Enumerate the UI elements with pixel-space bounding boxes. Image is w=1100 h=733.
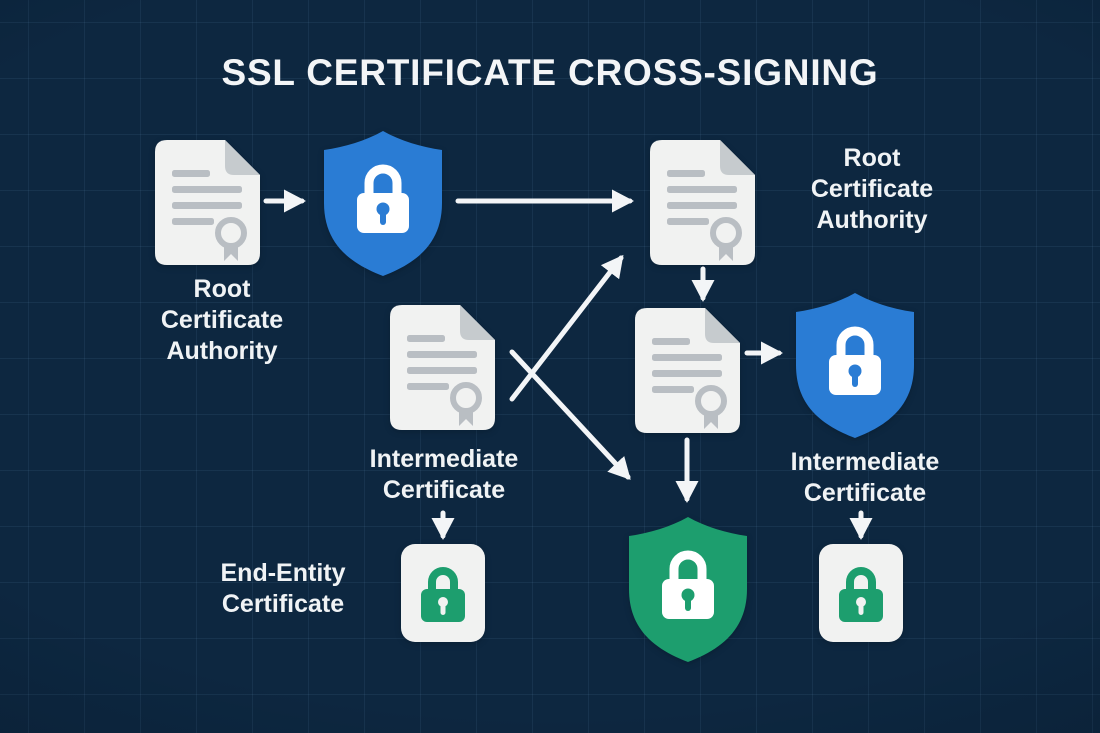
label-line: Authority bbox=[816, 206, 928, 234]
label-line: End-Entity bbox=[220, 559, 346, 587]
label-line: Authority bbox=[166, 337, 278, 365]
label-root-ca-right: Root Certificate Authority bbox=[770, 143, 974, 236]
arrow-intermediate-to-rootca-right bbox=[509, 254, 624, 402]
arrow-intermediate-to-green-shield bbox=[509, 349, 631, 480]
diagram-title: SSL CERTIFICATE CROSS-SIGNING bbox=[221, 52, 879, 93]
label-line: Intermediate bbox=[369, 445, 519, 473]
label-line: Certificate bbox=[382, 476, 506, 504]
label-line: Certificate bbox=[160, 306, 284, 334]
label-line: Certificate bbox=[810, 175, 934, 203]
label-line: Root bbox=[843, 144, 901, 172]
label-intermediate-certificate-right: Intermediate Certificate bbox=[761, 447, 969, 509]
label-line: Certificate bbox=[221, 590, 345, 618]
label-root-ca-left: Root Certificate Authority bbox=[120, 274, 324, 367]
label-line: Root bbox=[193, 275, 251, 303]
label-line: Certificate bbox=[803, 479, 927, 507]
label-intermediate-certificate-left: Intermediate Certificate bbox=[342, 444, 546, 506]
label-line: Intermediate bbox=[790, 448, 940, 476]
label-end-entity-certificate: End-Entity Certificate bbox=[181, 558, 385, 620]
